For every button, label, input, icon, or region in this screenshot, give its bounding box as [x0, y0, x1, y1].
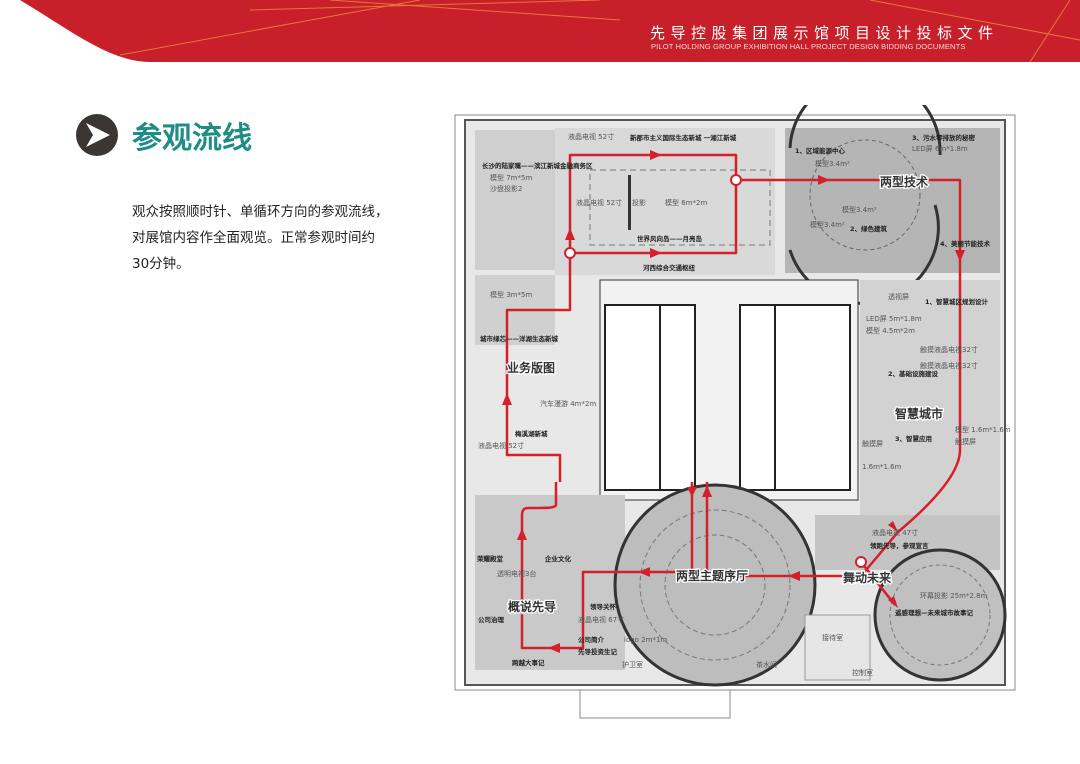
label: 模型 7m*5m	[490, 173, 532, 182]
label: 环幕投影 25m*2.8m	[920, 591, 988, 600]
description-line: 对展馆内容作全面观览。正常参观时间约	[132, 230, 375, 246]
header-subtitle: PILOT HOLDING GROUP EXHIBITION HALL PROJ…	[651, 42, 966, 51]
label: 模型 4.5m*2m	[866, 326, 915, 335]
room-reception	[804, 614, 871, 681]
label: 接待室	[822, 633, 843, 642]
description-line: 观众按照顺时针、单循环方向的参观流线，	[132, 204, 389, 220]
label: LED屏 5m*1.8m	[866, 315, 922, 323]
header-banner: 先导控股集团展示馆项目设计投标文件 PILOT HOLDING GROUP EX…	[0, 0, 1080, 63]
label: 控制室	[852, 668, 873, 677]
label: 1.6m*1.6m	[862, 463, 902, 471]
section-title: 参观流线	[132, 121, 252, 156]
label: 模型3.4m²	[810, 220, 845, 229]
label: 液晶电视 52寸	[568, 132, 614, 141]
header-background	[0, 0, 1080, 63]
room-top-middle	[555, 128, 775, 275]
label: 触摸液晶电视32寸	[920, 345, 978, 354]
route-nodes	[564, 174, 867, 568]
entrance	[579, 690, 731, 719]
label: 2、基础设施建设	[888, 369, 939, 378]
room-left-top	[475, 130, 555, 270]
zone-overview: 概说先导	[508, 599, 556, 614]
description-line: 30分钟。	[132, 256, 190, 272]
room-future	[873, 548, 1007, 682]
label: 领跑先导，参观宣言	[870, 541, 929, 550]
label: 荣耀殿堂	[476, 554, 504, 563]
label: 先导投资生记	[578, 647, 618, 656]
label: 2、绿色建筑	[850, 224, 888, 233]
floor-plan: 两型技术 业务版图 智慧城市 舞动未来 两型主题序厅 概说先导 液晶电视 52寸…	[454, 105, 1016, 719]
label: 世界风向岛——月亮岛	[637, 234, 703, 243]
label: 汽车漫游 4m*2m	[540, 399, 596, 408]
label: 透明电视3台	[497, 569, 536, 578]
label: 模型 6m*2m	[665, 198, 707, 207]
label: 1、区域能源中心	[795, 146, 846, 155]
label: 梅溪湖新城	[515, 429, 548, 438]
label: 城市绿芯——洋湖生态新城	[480, 334, 559, 343]
label: 透视屏	[888, 292, 909, 301]
label: 1、智慧城区规划设计	[925, 297, 989, 306]
label: 模型 3m*5m	[490, 290, 532, 299]
label: 遥感理想—未来城市故事记	[895, 608, 974, 617]
zone-smart-city: 智慧城市	[894, 406, 943, 421]
label: 模型3.4m²	[842, 205, 877, 214]
route-arrows	[502, 150, 965, 653]
label: 公司治理	[478, 615, 505, 624]
room-prelude	[613, 483, 817, 687]
label: logo 2m*1m	[624, 636, 667, 644]
label: 4、美丽节能技术	[940, 239, 991, 248]
label: 触摸屏	[955, 437, 976, 446]
label: 领导关怀	[590, 602, 617, 611]
zone-tech: 两型技术	[880, 174, 928, 189]
label: 液晶电视 67寸	[578, 615, 624, 624]
label: 模型3.4m²	[815, 159, 850, 168]
header-title: 先导控股集团展示馆项目设计投标文件	[650, 24, 999, 42]
label: LED屏 6m*1.8m	[912, 145, 968, 153]
zone-business: 业务版图	[507, 360, 555, 375]
label: 河西综合交通枢纽	[643, 263, 696, 272]
projection-wall	[628, 175, 631, 230]
label: 护卫室	[622, 660, 643, 669]
zone-future: 舞动未来	[842, 570, 892, 585]
label: 液晶电视 52寸	[478, 441, 524, 450]
play-arrow-icon	[76, 114, 118, 156]
section-description: 观众按照顺时针、单循环方向的参观流线， 对展馆内容作全面观览。正常参观时间约 3…	[132, 199, 412, 277]
room-overview	[475, 495, 625, 670]
label: 企业文化	[544, 554, 572, 563]
label: 新郡市主义国际生态新城 一湘江新城	[630, 133, 737, 142]
label: 液晶电视 47寸	[872, 528, 918, 537]
plan-labels: 液晶电视 52寸 新郡市主义国际生态新城 一湘江新城 长沙的陆家嘴——滨江新城金…	[476, 132, 1011, 677]
label: 跨越大事记	[512, 658, 545, 667]
label: 公司简介	[578, 635, 605, 644]
label: 长沙的陆家嘴——滨江新城金融商务区	[482, 161, 593, 170]
room-smart-city	[860, 280, 1000, 515]
label: 沙盘投影2	[490, 184, 522, 193]
visitor-route	[505, 153, 962, 650]
label: 触摸液晶电视32寸	[920, 361, 978, 370]
label: 茶水间	[756, 660, 777, 669]
label: 投影	[632, 198, 646, 207]
label: 液晶电视 52寸	[576, 198, 622, 207]
label: 模型 1.6m*1.6m	[955, 425, 1011, 434]
room-tech	[785, 128, 1000, 273]
label: 3、智慧应用	[895, 434, 932, 443]
zone-prelude: 两型主题序厅	[676, 568, 748, 583]
label: 3、污水零排放的秘密	[912, 133, 976, 142]
label: 触摸屏	[862, 439, 883, 448]
model-area	[589, 169, 771, 246]
